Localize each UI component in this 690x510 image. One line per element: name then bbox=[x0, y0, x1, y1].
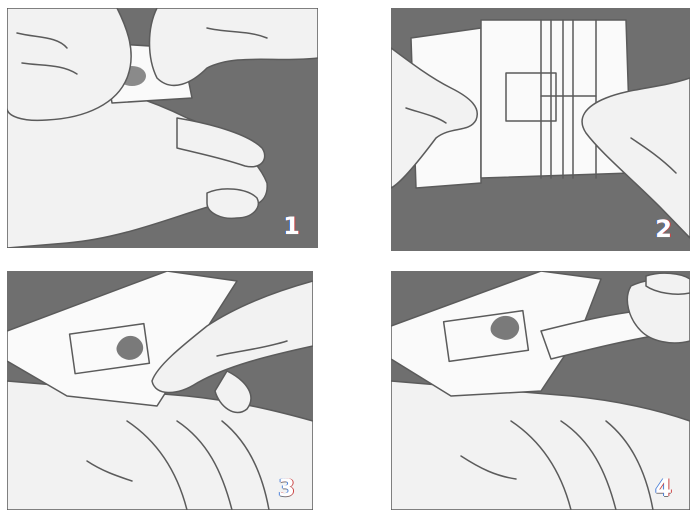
step-3-illustration bbox=[7, 271, 313, 510]
step-number: 4 bbox=[655, 474, 672, 502]
step-4-panel: 4 bbox=[391, 271, 690, 510]
step-number: 3 bbox=[278, 474, 295, 502]
gauze-pad-icon bbox=[490, 315, 520, 340]
step-2-illustration bbox=[391, 19, 690, 239]
step-number: 1 bbox=[283, 212, 300, 240]
step-2-panel: 2 bbox=[391, 8, 690, 251]
step-3-panel: 3 bbox=[7, 271, 313, 510]
step-1-illustration bbox=[7, 8, 318, 248]
step-1-panel: 1 bbox=[7, 8, 318, 248]
gauze-pad-icon bbox=[116, 335, 144, 360]
step-4-illustration bbox=[391, 271, 690, 510]
step-number: 2 bbox=[655, 215, 672, 243]
